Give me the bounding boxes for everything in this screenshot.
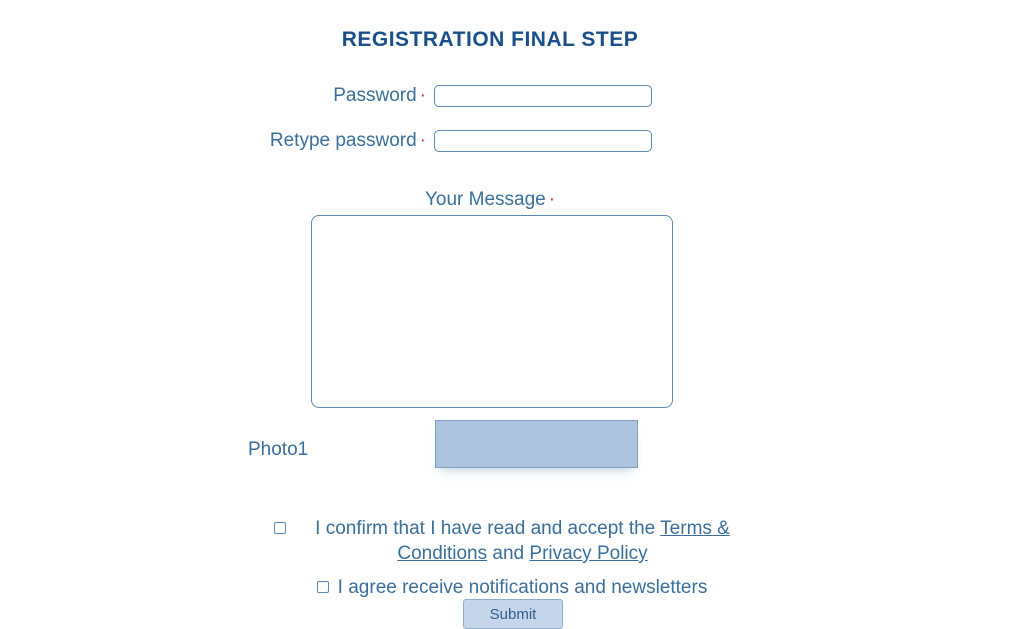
retype-password-field-row: Retype password·	[0, 130, 1024, 152]
required-marker-icon: ·	[419, 85, 426, 106]
password-field-row: Password·	[0, 85, 1024, 107]
newsletter-checkbox-label: I agree receive notifications and newsle…	[337, 577, 708, 598]
required-marker-icon: ·	[419, 130, 426, 151]
password-input[interactable]	[434, 85, 652, 107]
password-label-text: Password	[333, 85, 417, 106]
photo1-label: Photo1	[248, 439, 309, 460]
terms-checkbox-label: I confirm that I have read and accept th…	[295, 516, 750, 566]
photo1-upload-button[interactable]	[435, 420, 638, 468]
password-label: Password·	[0, 85, 434, 107]
registration-form-page: REGISTRATION FINAL STEP Password· Retype…	[0, 28, 1024, 629]
retype-password-label: Retype password·	[0, 130, 434, 152]
message-label-text: Your Message	[424, 189, 546, 210]
message-label: Your Message·	[0, 189, 980, 211]
terms-and-conditions-link[interactable]: Terms & Conditions	[397, 518, 730, 564]
terms-text-before: I confirm that I have read and accept th…	[315, 518, 661, 539]
retype-password-label-text: Retype password	[269, 130, 417, 151]
submit-button[interactable]: Submit	[463, 599, 563, 629]
newsletter-check-line: I agree receive notifications and newsle…	[0, 575, 1024, 600]
page-title: REGISTRATION FINAL STEP	[341, 28, 639, 51]
newsletter-checkbox-row: I agree receive notifications and newsle…	[0, 575, 1024, 600]
required-marker-icon: ·	[548, 189, 556, 210]
terms-checkbox[interactable]	[274, 522, 286, 534]
retype-password-input[interactable]	[434, 130, 652, 152]
newsletter-checkbox[interactable]	[316, 581, 329, 593]
terms-check-line: I confirm that I have read and accept th…	[0, 516, 1024, 566]
privacy-policy-link[interactable]: Privacy Policy	[529, 543, 648, 564]
message-textarea[interactable]	[311, 215, 673, 408]
terms-checkbox-row: I confirm that I have read and accept th…	[0, 516, 1024, 566]
terms-text-middle: and	[487, 543, 530, 564]
